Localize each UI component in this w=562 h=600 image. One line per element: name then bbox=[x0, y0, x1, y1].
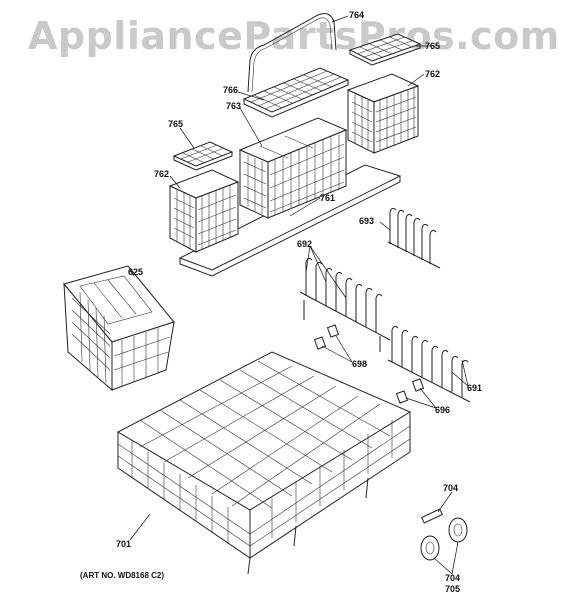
callout-691: 691 bbox=[467, 383, 483, 393]
basket-762-left bbox=[168, 169, 240, 253]
lid-grid-765-left bbox=[172, 141, 234, 171]
callout-698: 698 bbox=[352, 359, 368, 369]
callout-765-left: 765 bbox=[168, 119, 184, 129]
clips-696 bbox=[395, 378, 425, 404]
callout-765-top: 765 bbox=[425, 41, 441, 51]
art-number: (ART NO. WD8168 C2) bbox=[80, 571, 165, 580]
basket-625 bbox=[63, 265, 175, 392]
callout-625: 625 bbox=[128, 267, 144, 277]
clips-698 bbox=[313, 324, 340, 350]
callout-762-left: 762 bbox=[154, 169, 170, 179]
callout-761: 761 bbox=[320, 193, 336, 203]
watermark-logo: AppliancePartsPros.com bbox=[28, 14, 560, 58]
axle-704 bbox=[421, 508, 443, 524]
callout-705: 705 bbox=[445, 584, 461, 594]
callout-693: 693 bbox=[359, 216, 375, 226]
lid-grid-766 bbox=[242, 67, 350, 118]
callout-701: 701 bbox=[116, 539, 132, 549]
callout-766: 766 bbox=[223, 85, 239, 95]
lower-rack-701 bbox=[116, 351, 412, 575]
callout-704-top: 704 bbox=[443, 483, 459, 493]
callout-763: 763 bbox=[226, 101, 242, 111]
tine-row-692 bbox=[299, 257, 391, 352]
basket-763-middle bbox=[238, 117, 348, 219]
callout-704-bottom: 704 bbox=[445, 573, 461, 583]
callout-692: 692 bbox=[297, 239, 313, 249]
leader-lines bbox=[129, 15, 469, 575]
basket-handle-764 bbox=[247, 13, 337, 93]
wheels-705 bbox=[420, 517, 468, 561]
basket-762-right bbox=[346, 73, 420, 154]
tine-row-693 bbox=[387, 207, 441, 269]
callout-696: 696 bbox=[435, 405, 451, 415]
callout-764: 764 bbox=[349, 10, 365, 20]
callout-762-right: 762 bbox=[425, 69, 441, 79]
lid-grid-765-top bbox=[348, 33, 422, 66]
tine-row-691 bbox=[387, 325, 471, 403]
